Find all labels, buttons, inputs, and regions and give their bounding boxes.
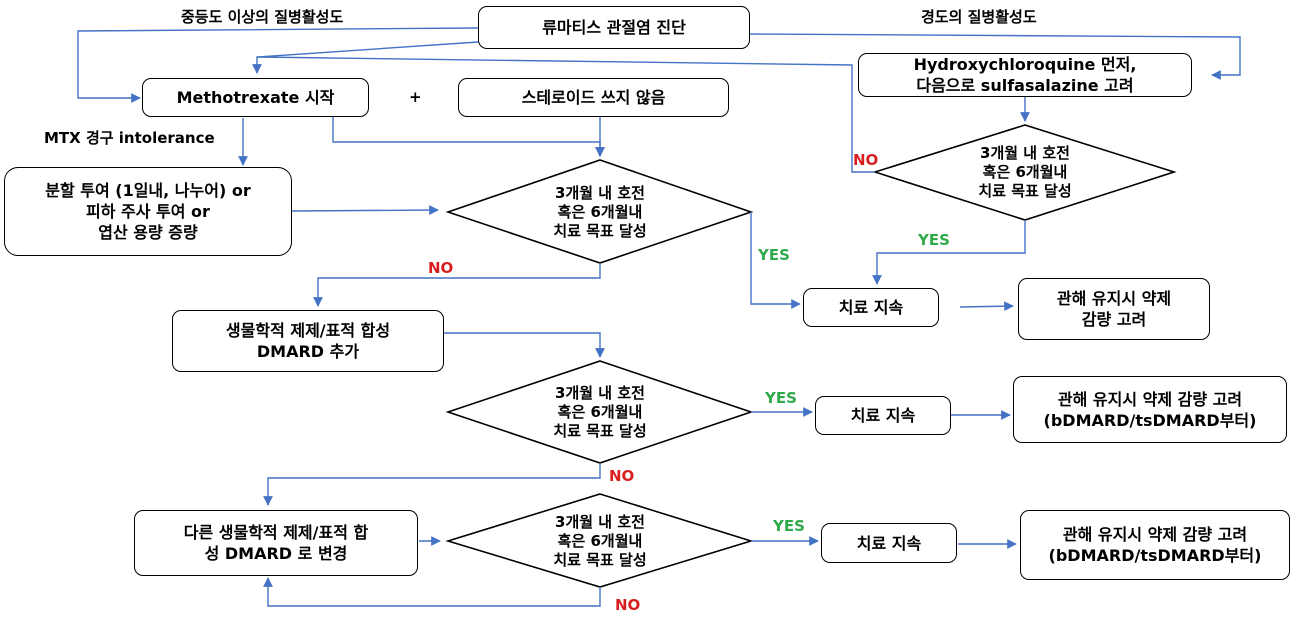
change-bdmard-box: 다른 생물학적 제제/표적 합 성 DMARD 로 변경: [134, 510, 418, 576]
hcq-box: Hydroxychloroquine 먼저, 다음으로 sulfasalazin…: [858, 53, 1192, 97]
continue-treatment-box-2: 치료 지속: [815, 396, 951, 435]
yes-label-decision-4: YES: [773, 517, 805, 535]
hcq-line-2: 다음으로 sulfasalazine 고려: [916, 76, 1134, 95]
edge-decision1-no: [256, 56, 875, 173]
yes-label-decision-1: YES: [918, 231, 950, 249]
diagnosis-label: 류마티스 관절염 진단: [542, 18, 686, 37]
no-label-decision-3: NO: [609, 467, 635, 485]
decision-2-line-2: 혹은 6개월내: [557, 202, 643, 221]
edge-decision2-yes: [750, 212, 801, 309]
change-bdmard-line-2: 성 DMARD 로 변경: [204, 544, 348, 563]
no-label-decision-2: NO: [428, 259, 454, 277]
edge-mtx-to-decision: [332, 117, 605, 157]
decision-3-line-3: 치료 목표 달성: [553, 421, 647, 440]
split-dose-line-3: 엽산 용량 증량: [98, 223, 198, 242]
decision-1-text: 3개월 내 호전 혹은 6개월내 치료 목표 달성: [925, 138, 1125, 206]
taper-2-line-2: (bDMARD/tsDMARD부터): [1043, 410, 1257, 430]
add-bdmard-line-1: 생물학적 제제/표적 합성: [225, 321, 391, 340]
decision-1-line-3: 치료 목표 달성: [978, 181, 1072, 200]
decision-3-line-2: 혹은 6개월내: [557, 402, 643, 421]
edge-decision2-no: [313, 263, 601, 307]
decision-2-line-1: 3개월 내 호전: [555, 183, 645, 202]
edge-start-to-hcq: [749, 33, 1241, 80]
continue-3-label: 치료 지속: [856, 533, 922, 553]
taper-1-line-1: 관해 유지시 약제: [1056, 289, 1172, 308]
split-dose-box: 분할 투여 (1일내, 나누어) or 피하 주사 투여 or 엽산 용량 증량: [4, 167, 292, 256]
decision-4-line-2: 혹은 6개월내: [557, 531, 643, 550]
split-dose-line-2: 피하 주사 투여 or: [86, 202, 210, 221]
yes-label-decision-2: YES: [758, 246, 790, 264]
moderate-activity-label: 중등도 이상의 질병활성도: [181, 8, 344, 26]
continue-2-label: 치료 지속: [850, 406, 916, 425]
change-bdmard-line-1: 다른 생물학적 제제/표적 합: [183, 523, 369, 542]
taper-3-line-1: 관해 유지시 약제 감량 고려: [1062, 525, 1248, 544]
edge-decision4-no: [263, 577, 601, 607]
edge-add-to-decision3: [444, 332, 605, 358]
taper-box-1: 관해 유지시 약제 감량 고려: [1018, 278, 1210, 340]
decision-2-line-3: 치료 목표 달성: [553, 221, 647, 240]
split-dose-line-1: 분할 투여 (1일내, 나누어) or: [45, 181, 251, 200]
edge-start-to-mtx: [77, 27, 479, 103]
hcq-line-1: Hydroxychloroquine 먼저,: [913, 55, 1137, 74]
decision-2-text: 3개월 내 호전 혹은 6개월내 치료 목표 달성: [500, 178, 700, 246]
edge-decision1-yes: [872, 220, 1026, 285]
decision-3-line-1: 3개월 내 호전: [555, 383, 645, 402]
taper-box-2: 관해 유지시 약제 감량 고려 (bDMARD/tsDMARD부터): [1013, 376, 1287, 443]
mtx-start-label: Methotrexate 시작: [176, 88, 335, 107]
edge-continue1-to-taper1: [959, 301, 1014, 312]
mtx-intolerance-label: MTX 경구 intolerance: [44, 129, 215, 147]
taper-box-3: 관해 유지시 약제 감량 고려 (bDMARD/tsDMARD부터): [1020, 510, 1290, 580]
edge-decision3-no: [263, 463, 601, 506]
plus-sign: +: [409, 88, 422, 106]
mtx-start-box: Methotrexate 시작: [142, 78, 369, 117]
decision-1-line-2: 혹은 6개월내: [982, 162, 1068, 181]
no-steroid-box: 스테로이드 쓰지 않음: [458, 78, 729, 117]
no-steroid-label: 스테로이드 쓰지 않음: [521, 88, 666, 107]
taper-3-line-2: (bDMARD/tsDMARD부터): [1048, 546, 1262, 565]
decision-4-line-3: 치료 목표 달성: [553, 550, 647, 569]
decision-3-text: 3개월 내 호전 혹은 6개월내 치료 목표 달성: [500, 378, 700, 446]
decision-1-line-1: 3개월 내 호전: [980, 143, 1070, 162]
decision-4-text: 3개월 내 호전 혹은 6개월내 치료 목표 달성: [500, 507, 700, 575]
edge-split-to-decision: [291, 205, 439, 215]
continue-treatment-box-3: 치료 지속: [821, 523, 957, 563]
taper-2-line-1: 관해 유지시 약제 감량 고려: [1057, 389, 1243, 409]
yes-label-decision-3: YES: [765, 389, 797, 407]
mild-activity-label: 경도의 질병활성도: [921, 8, 1037, 26]
continue-treatment-box-1: 치료 지속: [803, 288, 939, 327]
no-label-decision-4: NO: [615, 596, 641, 614]
decision-4-line-1: 3개월 내 호전: [555, 512, 645, 531]
diagnosis-box: 류마티스 관절염 진단: [478, 6, 750, 49]
add-bdmard-line-2: DMARD 추가: [256, 342, 360, 361]
continue-1-label: 치료 지속: [838, 298, 904, 317]
no-label-decision-1: NO: [853, 151, 879, 169]
add-bdmard-box: 생물학적 제제/표적 합성 DMARD 추가: [172, 310, 444, 372]
taper-1-line-2: 감량 고려: [1081, 310, 1147, 329]
